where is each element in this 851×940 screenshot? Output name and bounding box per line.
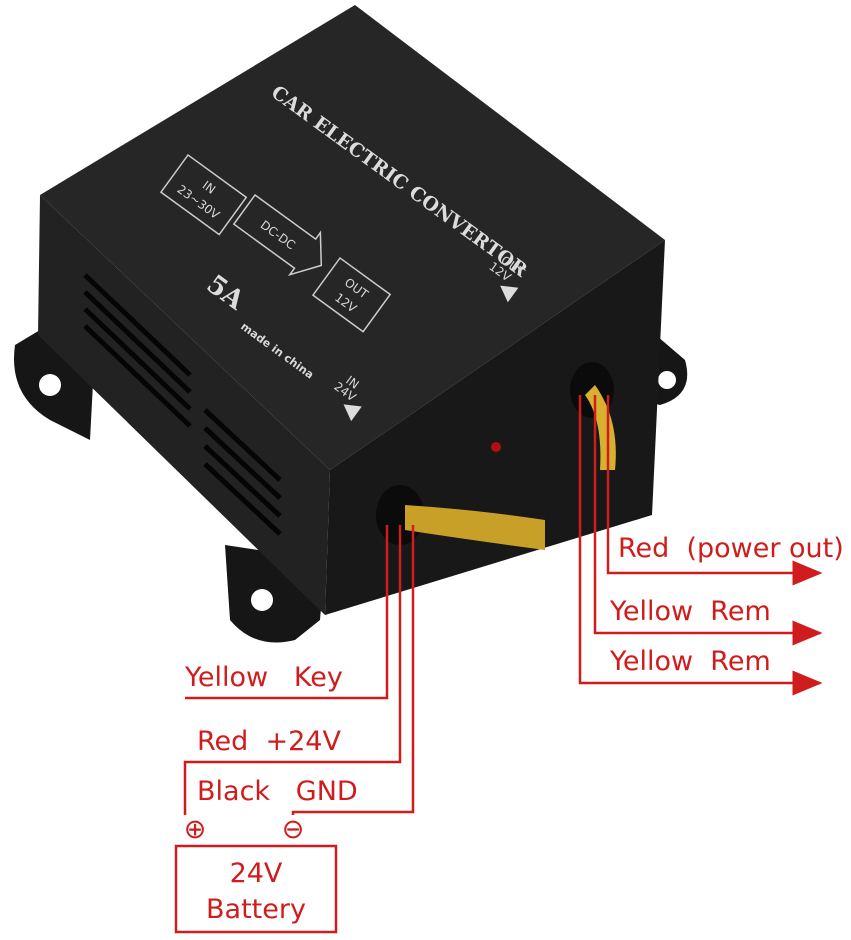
- top-face: [40, 5, 665, 470]
- battery: ⊕ ⊖ 24V Battery: [174, 814, 338, 934]
- input-wires: Yellow Key Red +24V Black GND: [183, 525, 415, 815]
- mount-hole: [39, 374, 61, 396]
- input-cable: [405, 505, 545, 550]
- output-wire-label: Yellow Rem: [609, 646, 771, 677]
- output-wire-label: Yellow Rem: [609, 596, 771, 627]
- mount-hole: [658, 371, 676, 389]
- output-wire-label: Red (power out): [618, 533, 844, 564]
- in-triangle-icon: [343, 404, 362, 422]
- converter-device: CAR ELECTRIC CONVERTOR IN 23~30V DC-DC O…: [14, 5, 688, 643]
- input-wire-label: Yellow Key: [184, 662, 343, 693]
- mount-hole: [251, 589, 273, 611]
- output-wires: Red (power out) Yellow Rem Yellow Rem: [578, 395, 844, 696]
- plus-terminal-icon: ⊕: [184, 814, 207, 845]
- out-triangle-icon: [500, 285, 519, 303]
- vent-slots: [83, 273, 282, 536]
- input-wire-label: Black GND: [197, 776, 358, 807]
- minus-terminal-icon: ⊖: [282, 814, 305, 845]
- battery-voltage: 24V: [230, 858, 283, 889]
- led-indicator: [491, 442, 501, 452]
- input-wire-label: Red +24V: [197, 726, 341, 757]
- battery-label: Battery: [206, 894, 306, 925]
